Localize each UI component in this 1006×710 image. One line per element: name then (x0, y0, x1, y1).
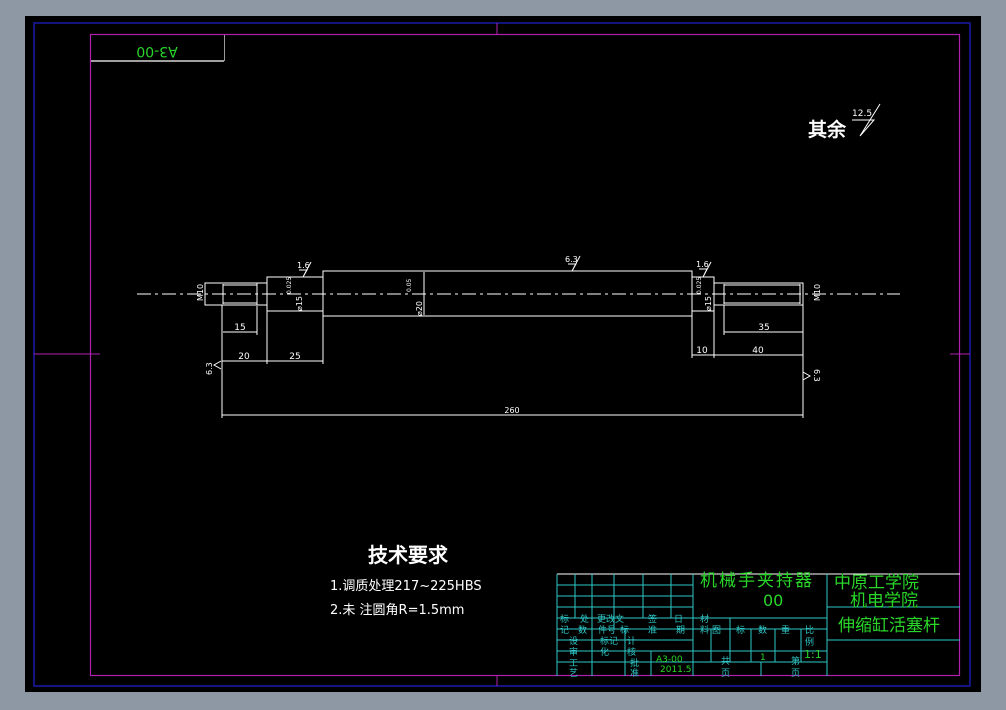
drawing-line (568, 255, 581, 272)
dim-left-seg2: 25 (289, 352, 300, 362)
drawing-text: 批 (630, 657, 639, 669)
drawing-text: 日 (674, 614, 683, 625)
drawing-text: 更改文 (597, 613, 624, 625)
drawing-text: 艺 (569, 668, 578, 679)
roughness-left-end: 6.3 (205, 362, 214, 375)
drawing-text: 件号 (598, 624, 616, 636)
tech-req-title: 技术要求 (368, 543, 449, 567)
dim-left-seg1: 20 (238, 352, 250, 362)
dimensions: 15 20 25 10 40 35 260 (221, 305, 804, 418)
drawing-text: 期 (676, 625, 685, 636)
drawing-date: 2011.5 (660, 665, 692, 675)
dim-right-thread: 35 (758, 323, 769, 333)
tech-req-item: 2.未 注圆角R=1.5mm (330, 603, 464, 618)
tech-req-item: 1.调质处理217~225HBS (330, 579, 482, 594)
roughness-right-shoulder: 1.6 (696, 260, 709, 269)
tol-mid-label: 0.05 (406, 278, 413, 292)
drawing-text: 比 (805, 624, 814, 636)
drawing-line (699, 261, 712, 278)
drawing-line (299, 261, 312, 278)
tol-left-label: 0.025 (286, 277, 293, 294)
roughness-middle: 6.3 (565, 255, 578, 264)
part-code: 00 (763, 591, 783, 610)
drawing-text: 工 (569, 659, 578, 669)
drawing-text: 化 (600, 646, 609, 658)
drawing-text: 数 (758, 624, 767, 636)
shaft-part: M10 ⌀15 0.025 ⌀20 0.05 ⌀15 0.025 M10 1.6… (137, 255, 900, 382)
drawing-text: 材 (700, 613, 709, 625)
drawing-text: 标记 (600, 635, 618, 647)
drawing-text: 页 (791, 668, 800, 679)
drawing-text: 页 (721, 668, 730, 679)
thread-left-label: M10 (196, 284, 205, 301)
dim-left-thread: 15 (234, 323, 245, 333)
dim-right-seg2: 40 (752, 346, 764, 356)
quantity: 1 (760, 653, 766, 663)
drawing-text: 准 (630, 668, 639, 679)
tol-right-label: 0.025 (696, 277, 703, 294)
tech-requirements: 技术要求 1.调质处理217~225HBS 2.未 注圆角R=1.5mm (330, 543, 482, 618)
drawing-line (212, 360, 222, 370)
drawing-name: 伸缩缸活塞杆 (838, 615, 940, 636)
school-dept: 机电学院 (850, 591, 918, 611)
dia-left-label: ⌀15 (295, 296, 304, 311)
drawing-text: 标 (736, 624, 745, 636)
inner-frame (89, 33, 961, 677)
drawing-text: 重 (781, 624, 790, 636)
drawing-text: 计 (627, 635, 636, 647)
drawing-text: 设 (569, 636, 578, 647)
roughness-left-shoulder: 1.6 (297, 261, 310, 270)
drawing-text: 标 (560, 613, 569, 625)
right-thread (713, 282, 804, 306)
roughness-right-end: 6.3 (812, 369, 821, 382)
dia-right-label: ⌀15 (704, 296, 713, 311)
drawing-text: 记 (560, 625, 569, 636)
roughness-label: 其余 (808, 118, 847, 141)
roughness-value: 12.5 (852, 109, 872, 119)
drawing-text: 标 (620, 624, 629, 636)
thread-right-label: M10 (813, 284, 822, 301)
general-roughness: 其余 12.5 (808, 103, 881, 141)
drawing-text: 准 (648, 625, 657, 636)
model-space (25, 16, 981, 692)
drawing-line (556, 574, 960, 676)
school-name: 中原工学院 (834, 573, 919, 593)
drawing-code-box: A3-00 (91, 35, 225, 62)
drawing-text: 处 (580, 613, 589, 625)
drawing-code-rotated: A3-00 (136, 43, 177, 59)
scale: 1:1 (804, 648, 822, 661)
drawing-text: 第 (791, 655, 800, 667)
drawing-line (802, 371, 812, 381)
drawing-text: 核 (627, 646, 636, 658)
drawing-text: 签 (648, 613, 657, 625)
centering-marks (34, 23, 970, 686)
roughness-symbol-icon (852, 103, 881, 137)
drawing-text: 料 (700, 624, 709, 636)
drawing-text: 审 (569, 646, 578, 658)
drawing-text: 共 (721, 656, 730, 667)
drawing-number: A3-00 (656, 655, 683, 665)
dim-total: 260 (504, 406, 519, 415)
drawing-text: 数 (578, 624, 587, 636)
drawing-text: 例 (805, 636, 814, 648)
dim-right-seg1: 10 (696, 346, 708, 356)
dia-mid-label: ⌀20 (415, 301, 424, 316)
drawing-text: 图 (712, 625, 721, 636)
